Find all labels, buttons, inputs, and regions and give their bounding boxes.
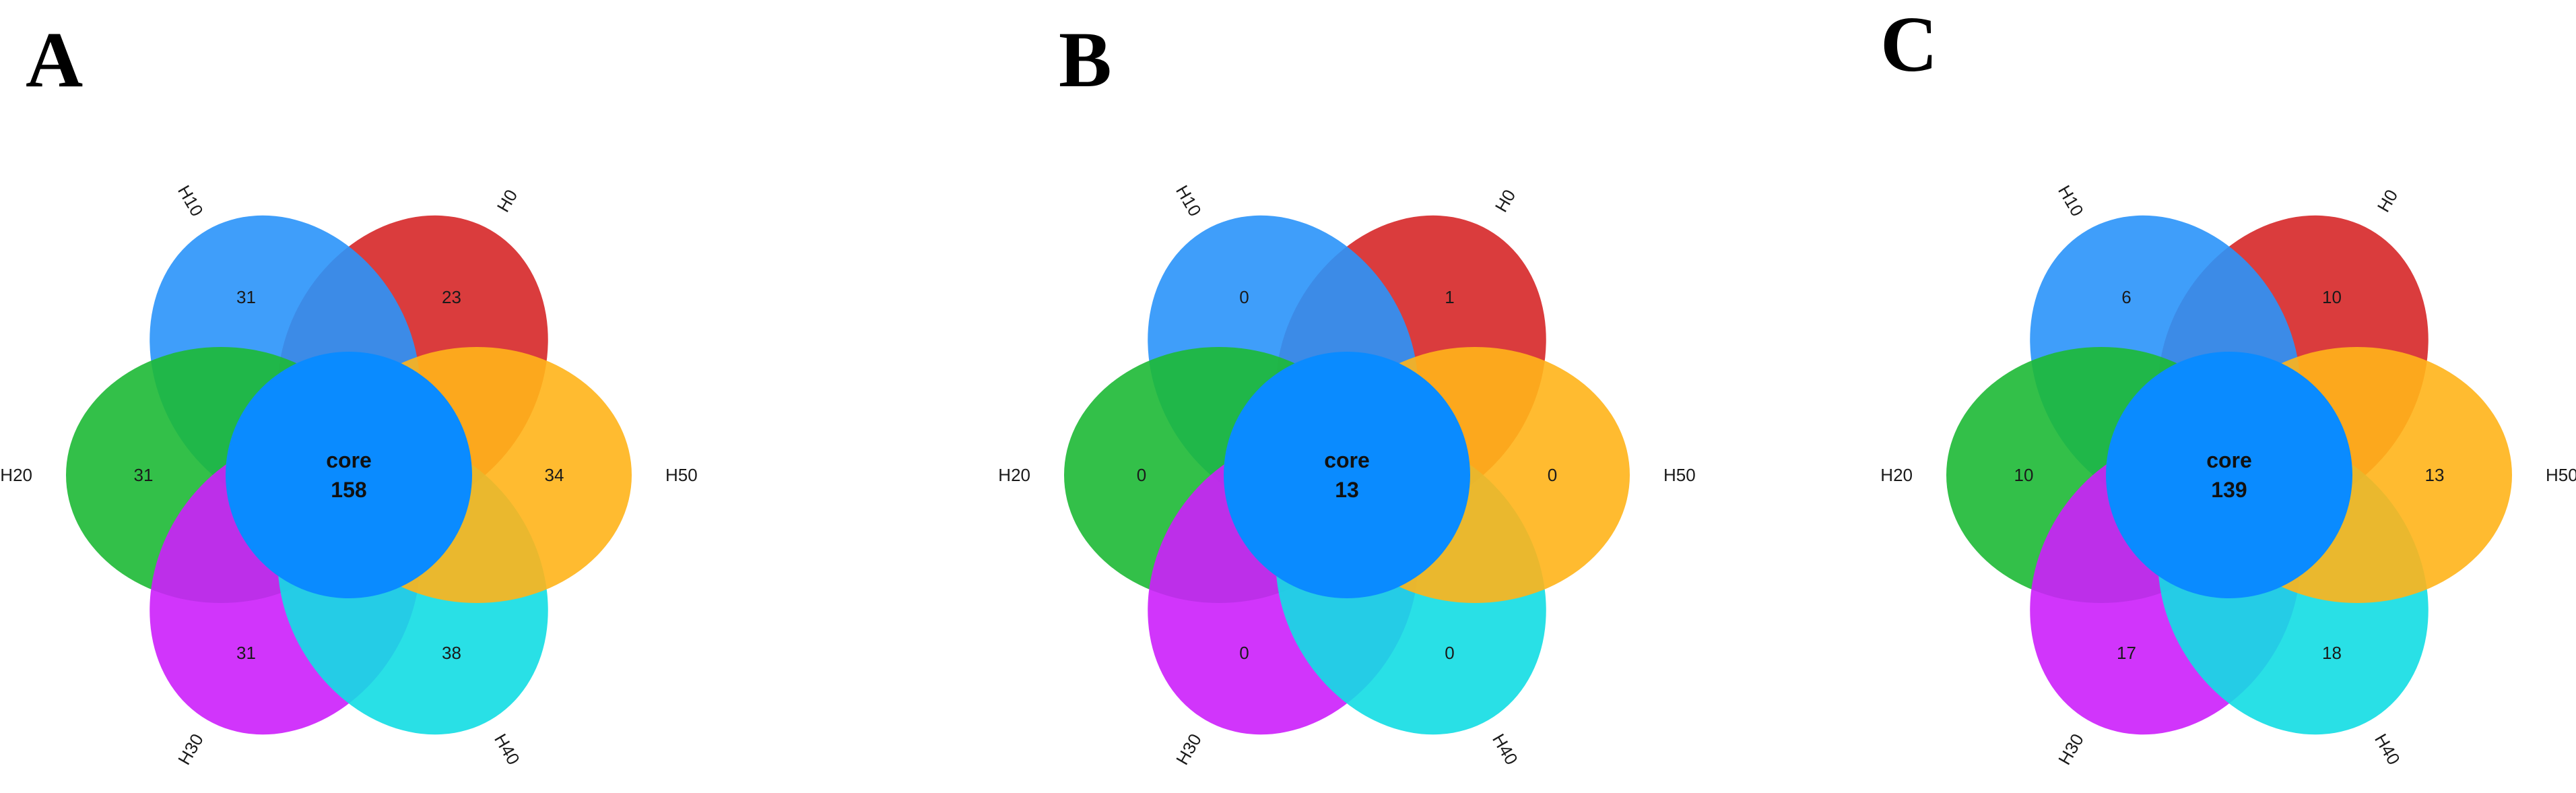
- core-circle: [226, 352, 472, 598]
- panel-letter-b: B: [1059, 15, 1112, 104]
- set-label-h50: H50: [2546, 465, 2576, 485]
- petal-count-h0: 23: [442, 287, 461, 307]
- set-label-h50: H50: [1663, 465, 1696, 485]
- petal-count-h10: 31: [236, 287, 256, 307]
- petal-count-h50: 34: [545, 465, 564, 485]
- petal-count-h30: 0: [1239, 643, 1249, 663]
- core-value: 13: [1335, 478, 1359, 502]
- set-label-h40: H40: [490, 730, 524, 768]
- set-label-h0: H0: [1491, 186, 1520, 216]
- core-circle: [2106, 352, 2352, 598]
- set-label-h0: H0: [493, 186, 522, 216]
- petal-count-h30: 31: [236, 643, 256, 663]
- core-label: core: [2206, 448, 2252, 472]
- set-label-h20: H20: [998, 465, 1030, 485]
- set-label-h0: H0: [2373, 186, 2402, 216]
- petal-count-h40: 38: [442, 643, 461, 663]
- set-label-h10: H10: [174, 182, 207, 220]
- core-label: core: [326, 448, 372, 472]
- petal-count-h20: 31: [134, 465, 154, 485]
- panel-letter-c: C: [1880, 0, 1938, 88]
- core-label: core: [1324, 448, 1370, 472]
- petal-count-h50: 0: [1548, 465, 1557, 485]
- set-label-h30: H30: [2054, 730, 2088, 768]
- petal-count-h20: 0: [1137, 465, 1146, 485]
- set-label-h50: H50: [665, 465, 698, 485]
- set-label-h30: H30: [1172, 730, 1206, 768]
- set-label-h30: H30: [174, 730, 207, 768]
- petal-count-h10: 0: [1239, 287, 1249, 307]
- petal-count-h40: 18: [2322, 643, 2342, 663]
- panel-letter-a: A: [26, 15, 83, 104]
- petal-count-h10: 6: [2121, 287, 2131, 307]
- petal-count-h0: 10: [2322, 287, 2342, 307]
- set-label-h40: H40: [1488, 730, 1522, 768]
- petal-count-h20: 10: [2014, 465, 2034, 485]
- set-label-h10: H10: [2054, 182, 2088, 220]
- set-label-h20: H20: [0, 465, 32, 485]
- set-label-h20: H20: [1880, 465, 1913, 485]
- petal-count-h50: 13: [2425, 465, 2445, 485]
- petal-count-h40: 0: [1445, 643, 1454, 663]
- set-label-h40: H40: [2371, 730, 2404, 768]
- core-circle: [1224, 352, 1470, 598]
- petal-count-h30: 17: [2117, 643, 2136, 663]
- petal-count-h0: 1: [1445, 287, 1454, 307]
- set-label-h10: H10: [1172, 182, 1206, 220]
- core-value: 139: [2211, 478, 2247, 502]
- core-value: 158: [331, 478, 366, 502]
